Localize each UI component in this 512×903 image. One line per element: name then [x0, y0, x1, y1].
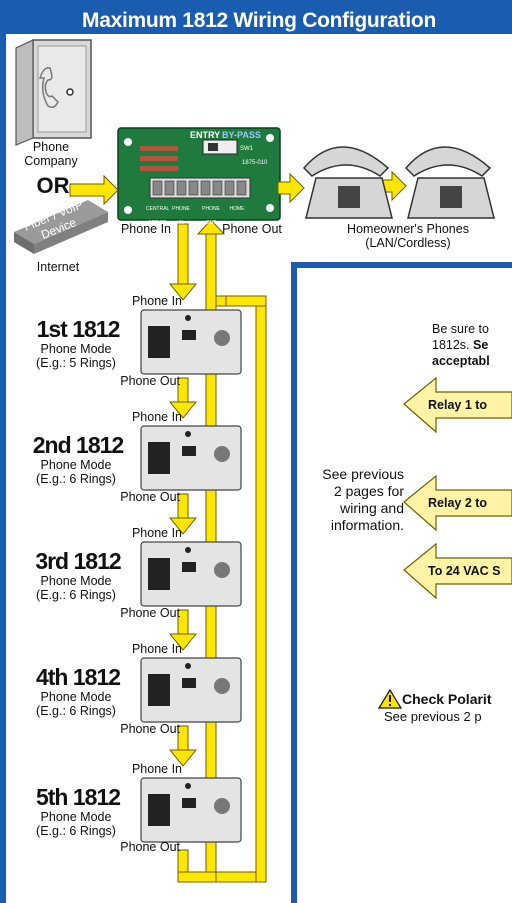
relay1-label: Relay 1 to	[428, 398, 488, 412]
terminal-label: PHONE OUT	[202, 206, 220, 226]
telephone-icon	[302, 146, 393, 219]
note-line2: 1812s. Se	[432, 338, 512, 352]
unit-mode: Phone Mode (E.g.: 5 Rings)	[36, 342, 116, 370]
board-part-label: 1875-010	[242, 160, 268, 166]
board-entry-label: ENTRY	[190, 130, 221, 140]
check-polarity-label: Check Polarit	[402, 691, 492, 707]
unit-phone-out-label: Phone Out	[120, 606, 180, 620]
entry-bypass-board	[117, 127, 281, 221]
see-previous-2-label: See previous 2 p	[384, 709, 482, 724]
unit-phone-out-label: Phone Out	[120, 722, 180, 736]
unit-name: 3rd 1812	[35, 548, 121, 574]
unit-mode: Phone Mode (E.g.: 6 Rings)	[36, 574, 116, 602]
phone-out-top-label: Phone Out	[222, 222, 282, 236]
terminal-label: HOME	[229, 206, 245, 212]
homeowner-phones-label: Homeowner's Phones (LAN/Cordless)	[347, 222, 469, 250]
relay2-label: Relay 2 to	[428, 496, 488, 510]
warning-icon	[377, 688, 403, 709]
phone-in-top-label: Phone In	[120, 222, 172, 236]
vac-label: To 24 VAC S	[428, 564, 501, 578]
unit-mode: Phone Mode (E.g.: 6 Rings)	[36, 690, 116, 718]
unit-phone-in-label: Phone In	[131, 410, 182, 424]
unit-phone-in-label: Phone In	[131, 526, 182, 540]
note-line1: Be sure to	[432, 322, 489, 336]
board-sw-label: SW1	[240, 146, 254, 152]
unit-mode: Phone Mode (E.g.: 6 Rings)	[36, 458, 116, 486]
fiber-voip-device-icon	[14, 200, 108, 254]
phone-company-label: Phone Company	[24, 140, 78, 168]
note-line2-text: 1812s.	[432, 338, 474, 352]
board-bypass-label: BY-PASS	[222, 130, 261, 140]
note-line3: acceptabl	[432, 354, 490, 368]
unit-phone-in-label: Phone In	[131, 294, 182, 308]
unit-phone-out-label: Phone Out	[120, 490, 180, 504]
unit-device	[140, 777, 242, 843]
unit-mode: Phone Mode (E.g.: 6 Rings)	[36, 810, 116, 838]
or-to-board-arrow	[69, 174, 119, 206]
unit-name: 4th 1812	[35, 664, 121, 690]
relay-arrows	[403, 376, 512, 600]
unit-name: 5th 1812	[35, 784, 121, 810]
unit-device	[140, 657, 242, 723]
see-previous-text: See previous 2 pages for wiring and info…	[322, 466, 404, 533]
internet-label: Internet	[36, 260, 80, 274]
vac-arrow	[403, 542, 512, 600]
diagram-title: Maximum 1812 Wiring Configuration	[6, 8, 512, 34]
note-line2-bold: Se	[473, 338, 489, 352]
or-label: OR	[36, 173, 70, 198]
board-to-phone-arrow	[277, 172, 305, 204]
door-icon	[15, 39, 92, 146]
unit-device	[140, 309, 242, 375]
feed-arrows	[69, 170, 407, 206]
unit-phone-out-label: Phone Out	[120, 840, 180, 854]
arrow-head	[168, 283, 198, 301]
relay1-arrow	[403, 376, 512, 434]
terminal-label: PHONE IN	[172, 206, 190, 226]
telephone-icon	[404, 146, 495, 219]
unit-name: 1st 1812	[36, 316, 121, 342]
relay2-arrow	[403, 474, 512, 532]
unit-phone-out-label: Phone Out	[120, 374, 180, 388]
unit-phone-in-label: Phone In	[131, 642, 182, 656]
unit-name: 2nd 1812	[32, 432, 124, 458]
unit-phone-in-label: Phone In	[131, 762, 182, 776]
unit-device	[140, 541, 242, 607]
terminal-label: CENTRAL OFFICE	[146, 206, 170, 226]
unit-device	[140, 425, 242, 491]
